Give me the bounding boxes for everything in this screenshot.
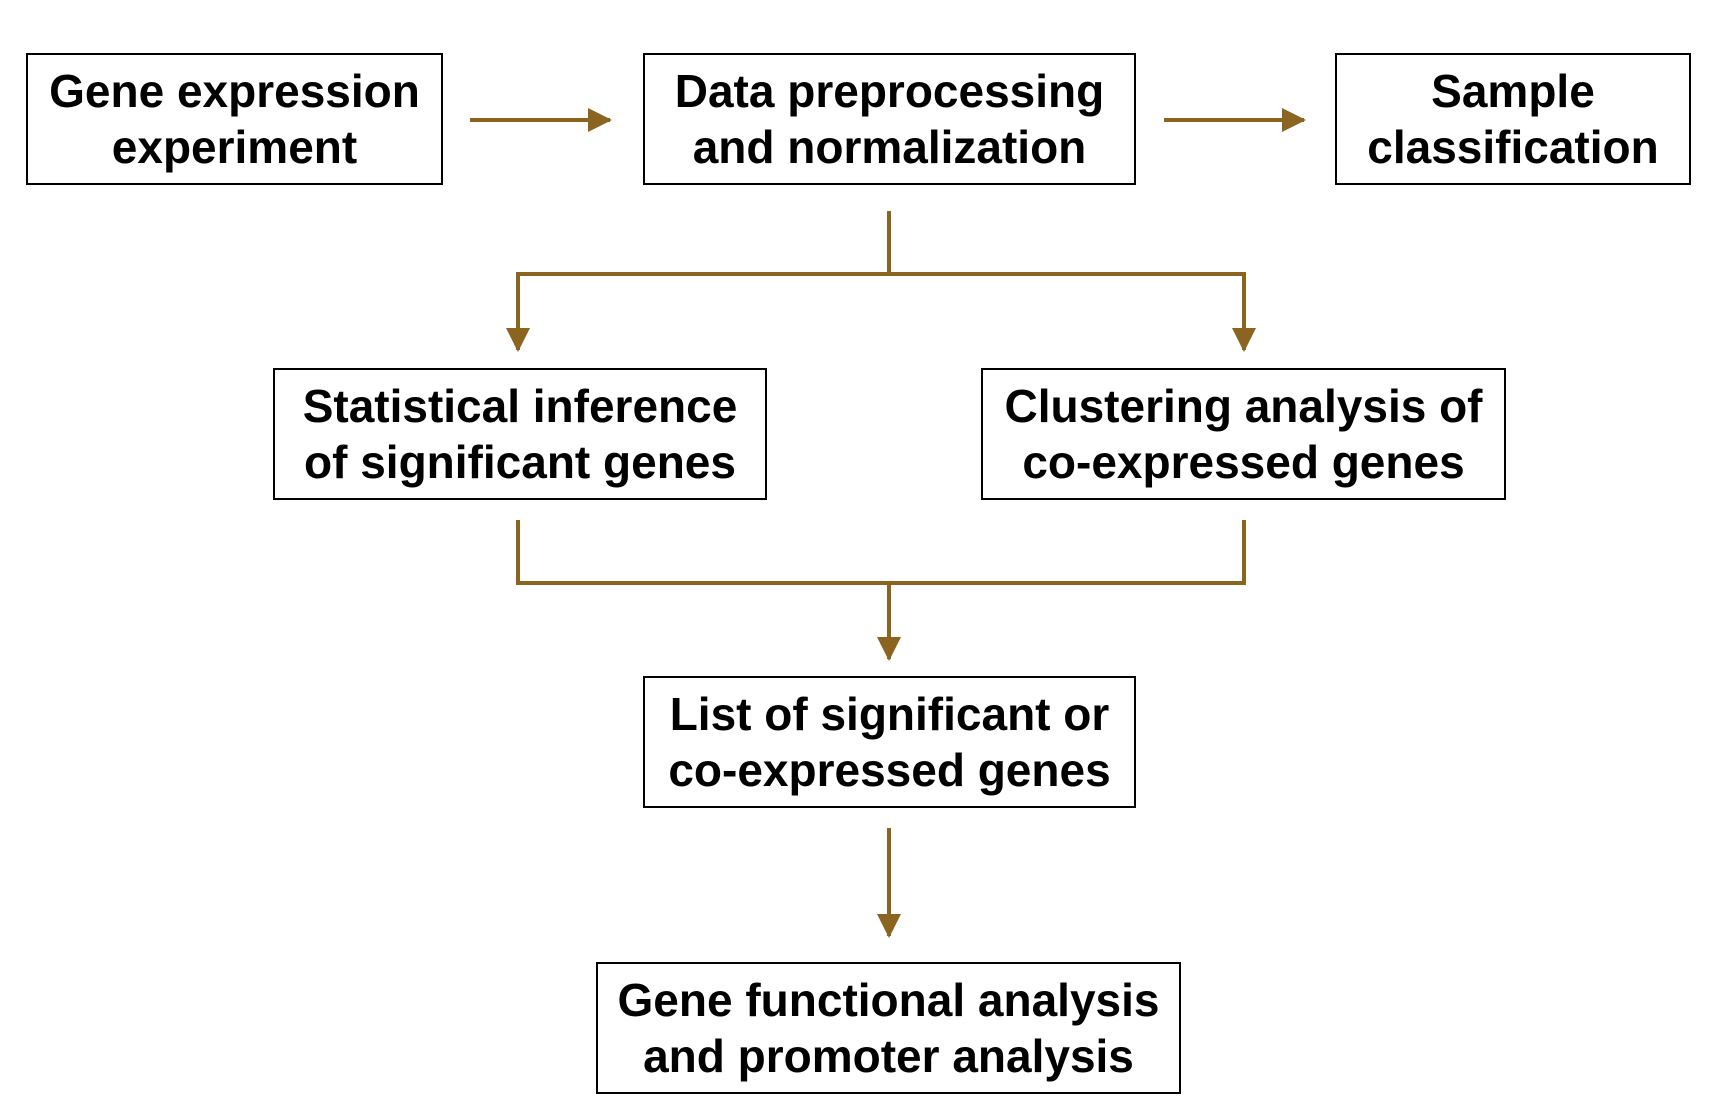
node-label: Gene expression experiment	[49, 65, 420, 173]
node-label: Gene functional analysis and promoter an…	[617, 974, 1160, 1082]
node-label: Sample classification	[1367, 65, 1659, 173]
node-label: List of significant or co-expressed gene…	[668, 688, 1111, 796]
node-label: Data preprocessing and normalization	[674, 65, 1105, 173]
edge-merge-to-list	[516, 520, 1246, 661]
node-data-preprocessing: Data preprocessing and normalization	[643, 53, 1136, 185]
node-statistical-inference: Statistical inference of significant gen…	[273, 368, 767, 500]
edge-preprocessing-split	[506, 211, 1256, 352]
node-label: Clustering analysis of co-expressed gene…	[1004, 380, 1483, 488]
node-label: Statistical inference of significant gen…	[302, 380, 738, 488]
node-gene-list: List of significant or co-expressed gene…	[643, 676, 1136, 808]
node-gene-expression-experiment: Gene expression experiment	[26, 53, 443, 185]
node-functional-analysis: Gene functional analysis and promoter an…	[596, 962, 1181, 1094]
node-clustering-analysis: Clustering analysis of co-expressed gene…	[981, 368, 1506, 500]
node-sample-classification: Sample classification	[1335, 53, 1691, 185]
